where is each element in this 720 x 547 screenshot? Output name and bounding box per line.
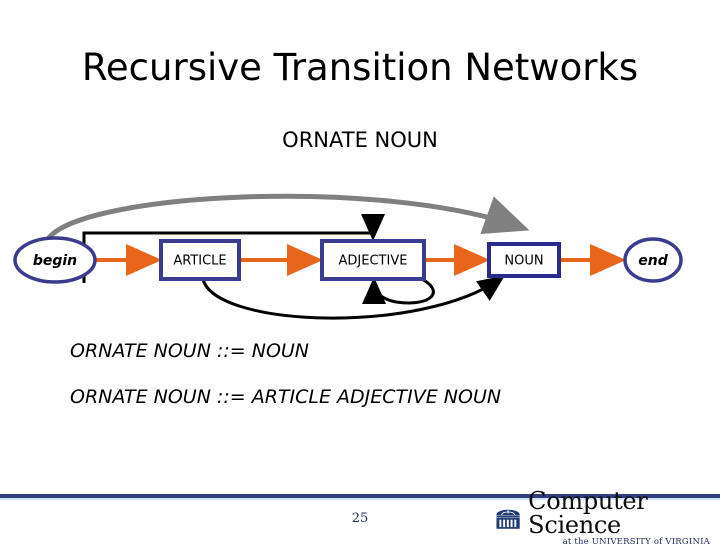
logo-text-block: Computer Science at the UNIVERSITY of VI…	[528, 489, 710, 547]
footer-divider-light	[0, 498, 720, 500]
node-article[interactable]: ARTICLE	[159, 239, 241, 281]
node-adjective[interactable]: ADJECTIVE	[320, 239, 426, 281]
page-number: 25	[351, 511, 369, 526]
diagram-subtitle: ORNATE NOUN	[282, 128, 438, 152]
edge-begin-to-noun-skip	[45, 193, 530, 241]
footer-divider	[0, 494, 720, 498]
node-begin-label: begin	[33, 253, 77, 269]
node-noun-label: NOUN	[504, 254, 543, 269]
grammar-rule-2: ORNATE NOUN ::= ARTICLE ADJECTIVE NOUN	[70, 386, 502, 408]
rtn-diagram: begin ARTICLE ADJECTIVE NOUN end	[13, 193, 683, 320]
node-begin[interactable]: begin	[13, 236, 97, 284]
grammar-rules: ORNATE NOUN ::= NOUN ORNATE NOUN ::= ART…	[70, 340, 690, 432]
logo-title: Computer Science	[528, 487, 648, 540]
node-end-label: end	[638, 253, 668, 269]
node-noun[interactable]: NOUN	[487, 242, 561, 278]
rotunda-icon	[496, 509, 520, 529]
node-article-label: ARTICLE	[173, 254, 226, 269]
node-end[interactable]: end	[623, 237, 683, 283]
edge-article-to-noun	[201, 275, 505, 320]
page-title: Recursive Transition Networks	[81, 46, 639, 89]
edge-adjective-self-loop	[362, 276, 435, 305]
uva-cs-logo: Computer Science at the UNIVERSITY of VI…	[494, 489, 710, 546]
grammar-rule-1: ORNATE NOUN ::= NOUN	[70, 340, 310, 362]
node-adjective-label: ADJECTIVE	[339, 254, 408, 269]
